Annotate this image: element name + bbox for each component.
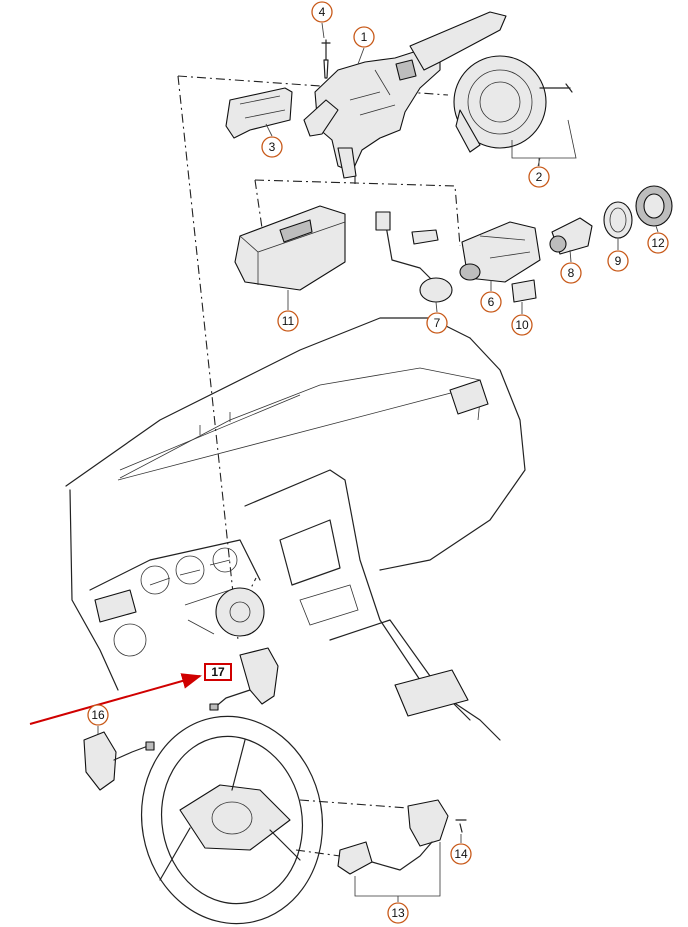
- part-ring-9: [603, 201, 633, 239]
- callout-16: 16: [87, 704, 109, 734]
- part-lock-cylinder-8: [549, 217, 593, 255]
- callout-12: 12: [647, 225, 669, 254]
- callout-1: 1: [353, 26, 375, 65]
- steering-wheel: [140, 715, 324, 925]
- part-bracket-3: [225, 87, 293, 139]
- callout-6-label: 6: [488, 295, 495, 309]
- callout-9-label: 9: [615, 254, 622, 268]
- part-switch-module-17: [209, 647, 279, 711]
- callout-12-label: 12: [651, 236, 665, 250]
- part-connector-10: [511, 279, 537, 303]
- part-wheel-buttons-13: [295, 799, 449, 897]
- callout-1-label: 1: [361, 30, 368, 44]
- highlight-arrow: [29, 673, 202, 725]
- callout-4: 4: [311, 1, 333, 39]
- callout-3: 3: [261, 123, 283, 158]
- dashboard-outline: [65, 317, 526, 741]
- part-control-unit-11: [234, 205, 346, 291]
- callout-4-label: 4: [319, 5, 326, 19]
- callout-10: 10: [511, 302, 533, 336]
- callout-8-label: 8: [568, 266, 575, 280]
- callout-6: 6: [480, 280, 502, 313]
- part-screw-4: [321, 39, 331, 79]
- callout-14: 14: [450, 834, 472, 865]
- callout-3-label: 3: [269, 140, 276, 154]
- callout-17-highlighted: 17: [204, 663, 232, 681]
- callout-13-label: 13: [391, 906, 405, 920]
- part-wiring-harness-7: [375, 211, 453, 303]
- part-screw-14: [455, 819, 467, 833]
- callout-11-label: 11: [282, 314, 295, 328]
- part-paddle-16: [83, 731, 155, 791]
- callout-7-label: 7: [434, 316, 441, 330]
- part-trim-ring-12: [635, 185, 673, 227]
- callout-14-label: 14: [454, 847, 468, 861]
- callout-7: 7: [426, 301, 448, 334]
- callout-10-label: 10: [515, 318, 529, 332]
- callout-2-label: 2: [536, 170, 543, 184]
- callout-17-label: 17: [211, 665, 225, 679]
- callout-2: 2: [528, 158, 550, 188]
- callout-16-label: 16: [91, 708, 105, 722]
- part-lock-housing-6: [459, 221, 541, 283]
- part-clock-spring-2: [453, 55, 577, 167]
- part-combination-switch-1: [303, 11, 507, 179]
- callout-11: 11: [277, 290, 299, 332]
- callout-13: 13: [387, 896, 409, 924]
- callout-8: 8: [560, 249, 582, 284]
- callout-9: 9: [607, 238, 629, 272]
- assembly-guide-lines: [177, 75, 461, 641]
